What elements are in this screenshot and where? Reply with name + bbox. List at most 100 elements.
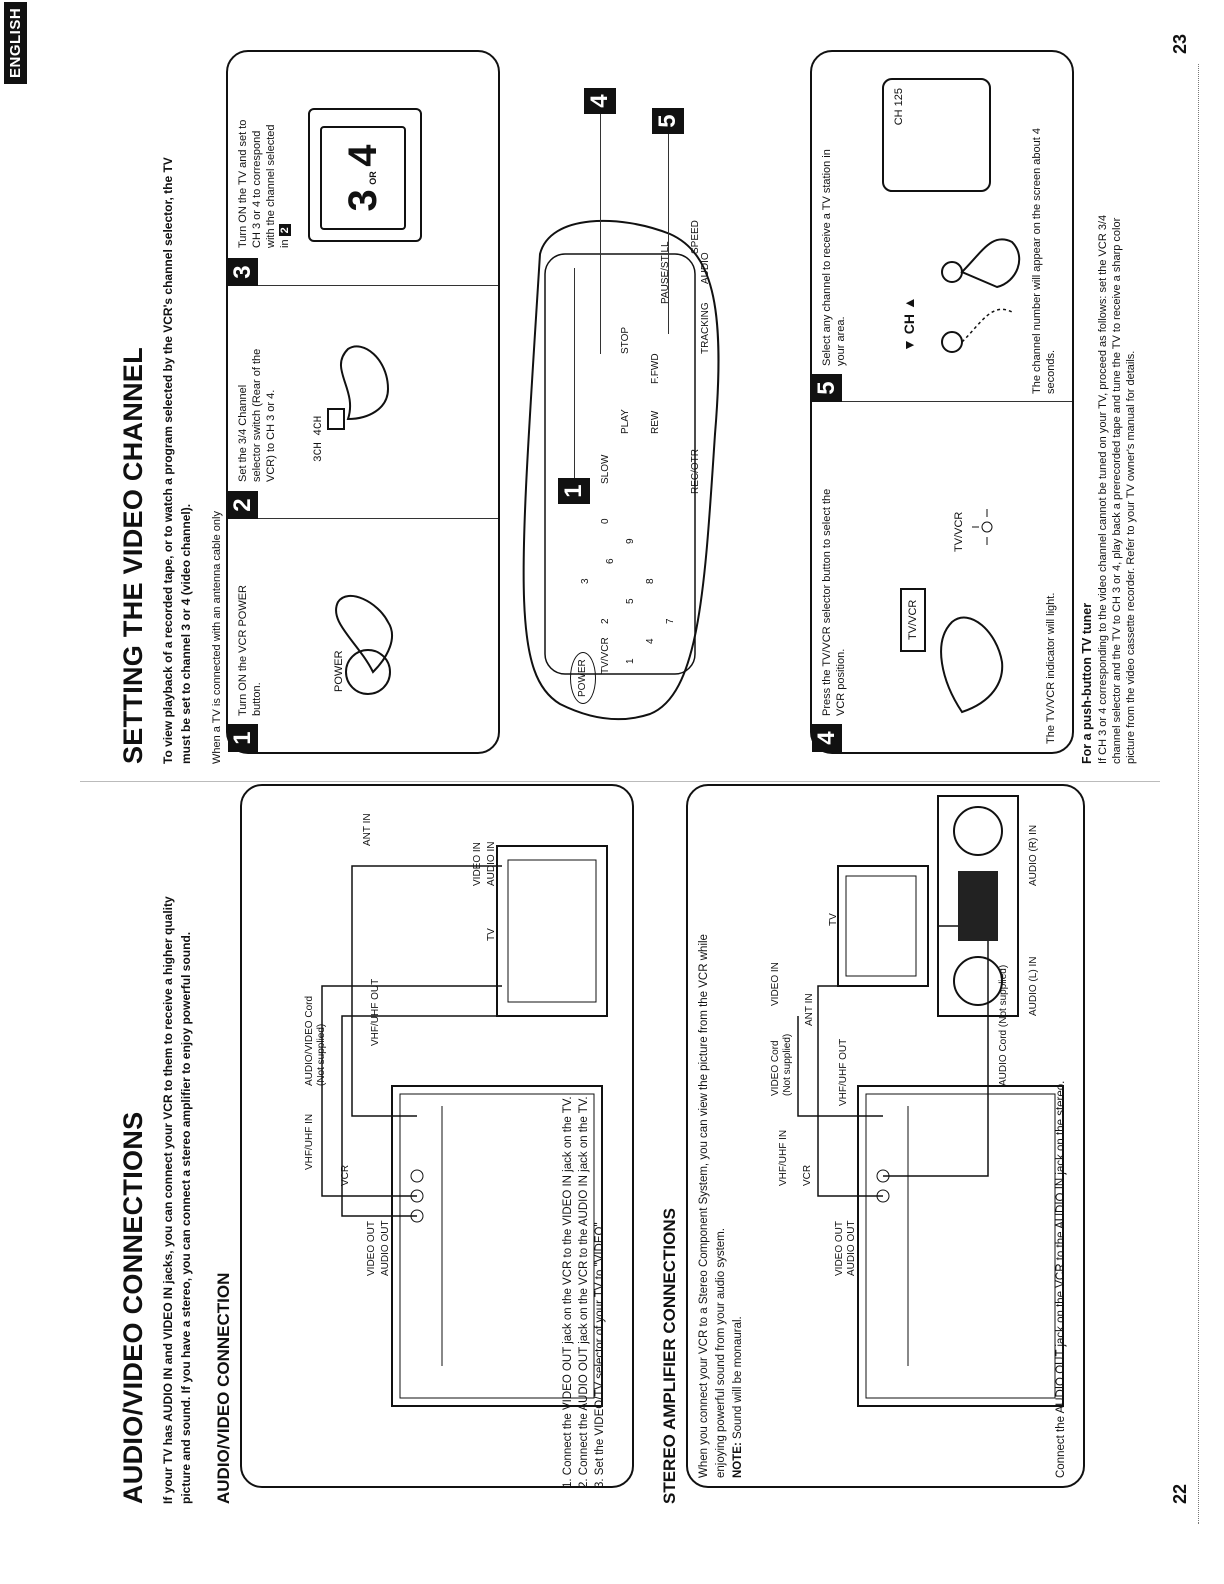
indicator-light-icon [972,509,993,545]
step-5-badge: 5 [812,374,842,402]
stereo-connection-heading: STEREO AMPLIFIER CONNECTIONS [660,1208,679,1504]
av-connection-diagram: VCR VHF/UHF IN AUDIO/VIDEO Cord (Not sup… [240,784,634,1488]
right-intro-line2: must be set to channel 3 or 4 (video cha… [179,503,193,764]
remote-key-7: 7 [665,618,676,624]
remote-key-4: 4 [645,638,656,644]
step-3-badge: 3 [228,258,258,286]
av-cord-label: AUDIO/VIDEO Cord [304,995,315,1086]
av-cord-not-supplied-label: (Not supplied) [316,1023,327,1086]
stereo-video-cord-not-supplied: (Not supplied) [782,1033,793,1096]
step-5-text-line2: your area. [835,316,847,366]
stereo-footer: Connect the AUDIO OUT jack on the VCR to… [1055,1080,1067,1478]
remote-key-9: 9 [625,538,636,544]
stereo-vhf-uhf-in-label: VHF/UHF IN [778,1129,789,1186]
steps-1-3-panel: 1 Turn ON the VCR POWER button. POWER 2 … [226,50,500,754]
stereo-ant-in-label: ANT IN [804,993,815,1026]
stereo-video-cord-label: VIDEO Cord [770,1040,781,1096]
step-5-footer-line2: seconds. [1045,349,1057,394]
remote-rew-label: REW [650,410,661,434]
ch-up-arrow-icon: ▲ [901,296,917,311]
left-intro-line1: If your TV has AUDIO IN and VIDEO IN jac… [161,896,175,1504]
stereo-tv-label: TV [828,913,839,926]
step-divider-b [228,285,498,286]
step-3-text-line4: in 2 [278,224,292,248]
step-2-text-line1: Set the 3/4 Channel [237,384,249,482]
remote-callout-4-leader [600,114,601,354]
left-page-number: 22 [1170,1483,1190,1504]
av-audio-out-label: AUDIO OUT [380,1220,391,1276]
step-1-text-line1: Turn ON the VCR POWER [237,584,249,716]
remote-key-5: 5 [625,598,636,604]
remote-key-8: 8 [645,578,656,584]
step-3-screen-ch4: 4 [341,144,385,167]
remote-pause-label: PAUSE/STILL [660,241,671,304]
stereo-connection-diagram: When you connect your VCR to a Stereo Co… [686,784,1085,1488]
av-vcr-label: VCR [340,1164,351,1186]
remote-speed-label: SPEED [690,220,701,254]
remote-power-label: POWER [570,652,596,704]
remote-audio-label: AUDIO [700,252,711,284]
step-1-badge: 1 [228,724,258,752]
tvvcr-button-press-art [940,616,1004,714]
stereo-audio-out-label: AUDIO OUT [846,1220,857,1276]
stereo-audio-l-in-label: AUDIO (L) IN [1028,956,1039,1016]
step-4-footer: The TV/VCR indicator will light. [1045,592,1057,744]
antenna-note: When a TV is connected with an antenna c… [211,511,223,764]
remote-stop-label: STOP [620,326,631,354]
step-4-indicator-label: TV/VCR [953,511,965,552]
av-vhf-uhf-in-label: VHF/UHF IN [304,1113,315,1170]
left-intro-line2: picture and sound. If you have a stereo,… [179,931,193,1504]
step-2-text-line2: selector switch (Rear of the [251,348,263,482]
scan-edge-line [1198,64,1199,1524]
steps-4-5-panel: 4 Press the TV/VCR selector button to se… [810,50,1074,754]
stereo-audio-cord-label: AUDIO Cord (Not supplied) [998,964,1009,1086]
step-5-ch-label: ▼ CH ▲ [901,296,917,352]
av-vhf-uhf-out-label: VHF/UHF OUT [370,978,381,1046]
remote-play-label: PLAY [620,409,631,434]
step-2-badge: 2 [228,491,258,519]
step-2-text-line3: VCR) to CH 3 or 4. [265,389,277,482]
stereo-video-out-label: VIDEO OUT [834,1220,845,1276]
channel-button-press-art [941,238,1021,353]
av-step-3: 3. Set the VIDEO/TV selector of your TV … [594,1219,606,1488]
step-1-text-line2: button. [251,682,263,716]
step-5-ch-text: CH [901,314,917,335]
stereo-vcr-label: VCR [802,1164,813,1186]
power-button-press-art [335,595,393,695]
right-page-title: SETTING THE VIDEO CHANNEL [118,346,148,764]
stereo-video-in-label: VIDEO IN [770,962,781,1006]
step-3-tv-screen: 3 OR 4 [320,126,406,230]
stereo-audio-r-in-label: AUDIO (R) IN [1028,824,1039,886]
remote-callout-5-leader [668,134,669,334]
left-page-title: AUDIO/VIDEO CONNECTIONS [118,1111,148,1504]
av-video-out-label: VIDEO OUT [366,1220,377,1276]
remote-key-1: 1 [625,658,636,664]
remote-slow-label: SLOW [600,454,611,484]
av-video-in-label: VIDEO IN [472,842,483,886]
step-3-screen-or: OR [368,171,378,185]
step-4-text-line1: Press the TV/VCR selector button to sele… [821,488,833,716]
channel-switch-press-art [327,345,390,430]
remote-key-2: 2 [600,618,611,624]
right-page-number: 23 [1170,33,1190,54]
remote-callout-5: 5 [652,108,684,134]
remote-control-art [522,219,720,721]
vcr-stereo-wiring-art [797,795,1064,1407]
remote-key-6: 6 [605,558,616,564]
remote-ffwd-label: F.FWD [650,353,661,384]
av-tv-label: TV [486,928,497,941]
english-tab: ENGLISH [4,1,27,84]
av-ant-in-label: ANT IN [362,813,373,846]
step-4-text-line2: VCR position. [835,648,847,716]
page-gutter [80,781,1160,782]
av-step-1: 1. Connect the VIDEO OUT jack on the VCR… [562,1096,574,1488]
av-step-2: 2. Connect the AUDIO OUT jack on the VCR… [578,1096,590,1488]
remote-rec-label: REC/OTR [690,449,701,494]
right-intro-line1: To view playback of a recorded tape, or … [161,157,175,764]
step-3-text-line2: CH 3 or 4 to correspond [251,130,263,248]
step-1-power-label: POWER [333,650,345,692]
step-2-channel-switch-label: 3CH 4CH [313,415,325,462]
av-audio-in-label: AUDIO IN [486,841,497,886]
step-5-screen-channel: CH 125 [893,88,905,126]
pushbutton-text-line3: picture from the video cassette recorder… [1125,350,1137,764]
